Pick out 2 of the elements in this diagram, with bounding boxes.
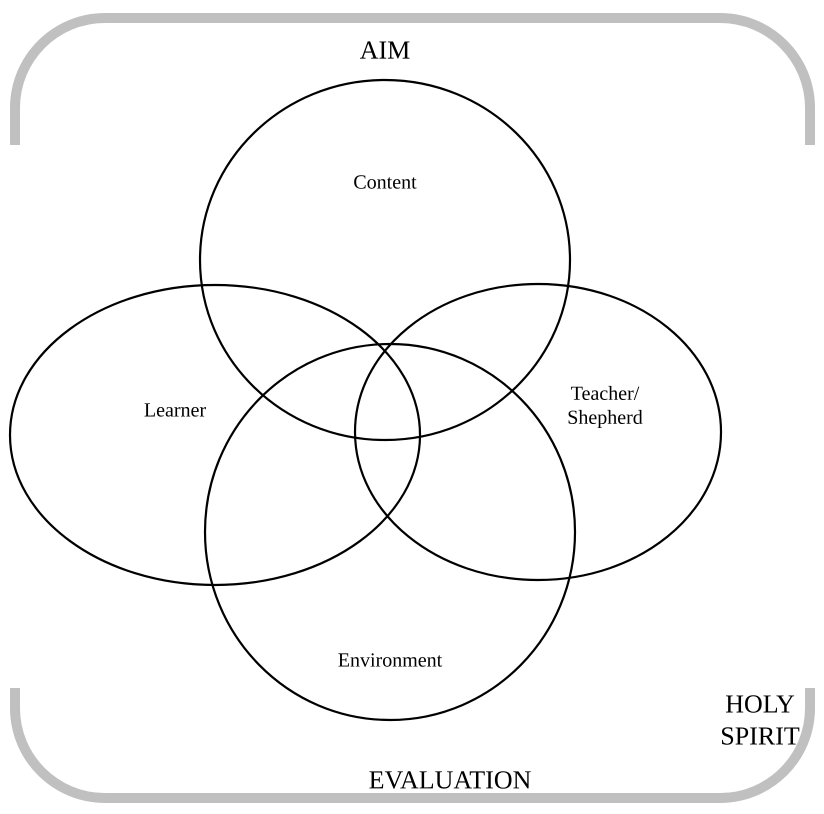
label: EVALUATION xyxy=(369,771,531,789)
label: HOLY SPIRIT xyxy=(722,695,800,745)
